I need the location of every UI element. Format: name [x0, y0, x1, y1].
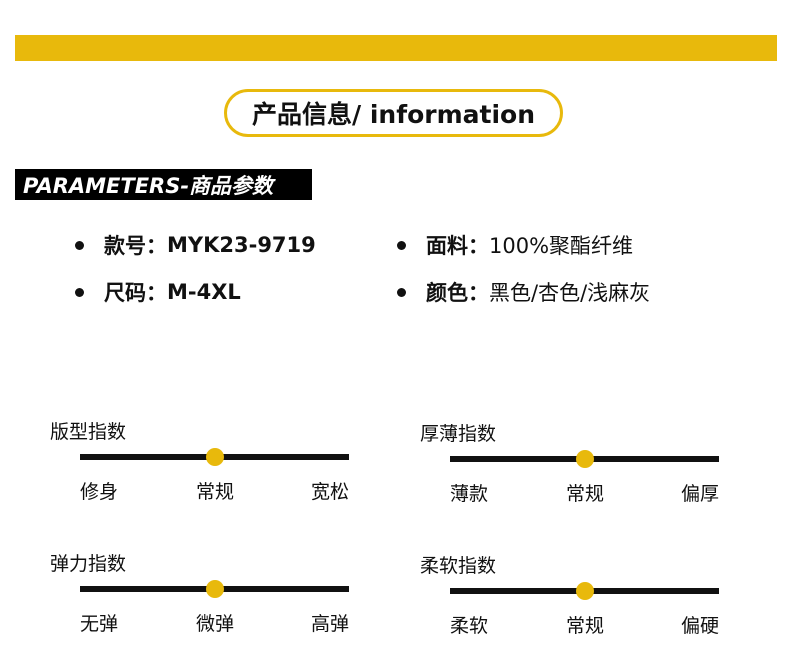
scale-title: 厚薄指数 — [420, 423, 497, 445]
scale-label: 柔软 — [450, 615, 489, 637]
spec-item-color: 颜色：黑色/杏色/浅麻灰 — [397, 277, 650, 307]
spec-key: 面料： — [426, 234, 489, 258]
scale-title: 柔软指数 — [420, 555, 497, 577]
scale-label: 宽松 — [310, 481, 349, 503]
bullet-icon — [397, 240, 406, 250]
scale-label: 高弹 — [310, 613, 349, 635]
scale-label: 薄款 — [450, 483, 489, 505]
scale-title: 弹力指数 — [50, 553, 127, 575]
scale-label: 常规 — [195, 481, 235, 503]
scale-label: 偏硬 — [680, 615, 719, 637]
scale-indicator — [575, 582, 594, 600]
spec-key: 颜色： — [426, 281, 489, 305]
parameters-label: PARAMETERS-商品参数 — [15, 169, 312, 200]
scale-indicator — [205, 448, 224, 466]
spec-value: 黑色/杏色/浅麻灰 — [489, 281, 651, 305]
scale-label: 微弹 — [195, 613, 235, 635]
spec-key: 款号： — [104, 234, 167, 258]
spec-value: MYK23-9719 — [167, 233, 316, 257]
bullet-icon — [397, 287, 406, 297]
scale-label: 修身 — [80, 481, 119, 503]
bullet-icon — [75, 240, 84, 250]
spec-item-fabric: 面料：100%聚酯纤维 — [397, 230, 633, 260]
scale-label: 无弹 — [80, 613, 119, 635]
spec-item-style-number: 款号：MYK23-9719 — [75, 230, 316, 260]
spec-value: M-4XL — [167, 280, 241, 304]
spec-key: 尺码： — [104, 281, 167, 305]
scale-label: 常规 — [565, 615, 605, 637]
scale-indicator — [205, 580, 224, 598]
scale-label: 偏厚 — [680, 483, 719, 505]
bullet-icon — [75, 287, 84, 297]
top-accent-bar — [15, 35, 777, 61]
scale-title: 版型指数 — [50, 421, 127, 443]
section-title: 产品信息/ information — [224, 89, 563, 137]
spec-item-size: 尺码：M-4XL — [75, 277, 241, 307]
spec-value: 100%聚酯纤维 — [489, 234, 634, 258]
scale-label: 常规 — [565, 483, 605, 505]
scale-indicator — [575, 450, 594, 468]
